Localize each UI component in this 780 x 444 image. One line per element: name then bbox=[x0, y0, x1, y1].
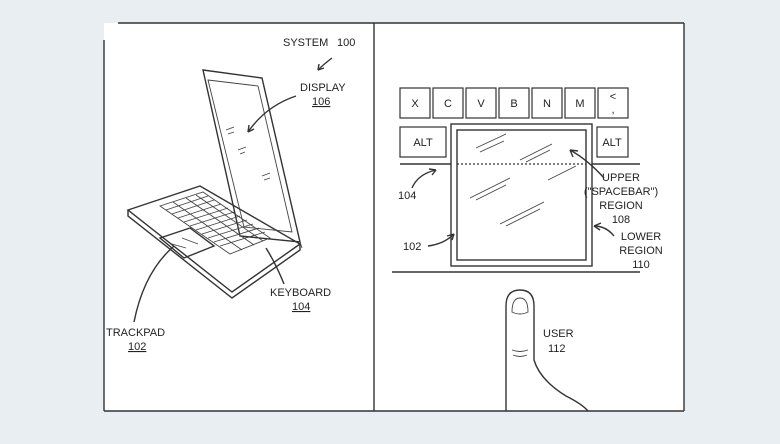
label-upper: UPPER bbox=[602, 172, 640, 184]
system-arrowhead bbox=[317, 63, 325, 71]
label-user: USER bbox=[543, 328, 574, 340]
label-trackpad-num: 102 bbox=[128, 341, 146, 353]
key-v-label: V bbox=[477, 98, 485, 110]
label-ref-104: 104 bbox=[398, 190, 416, 202]
key-m-label: M bbox=[575, 98, 584, 110]
display-leader bbox=[247, 95, 297, 133]
label-system: SYSTEM bbox=[283, 37, 328, 49]
label-spacebar: ("SPACEBAR") bbox=[584, 186, 658, 198]
upper-arrowhead bbox=[569, 149, 579, 158]
laptop-drawing bbox=[126, 69, 303, 299]
key-c-label: C bbox=[444, 98, 452, 110]
key-comma bbox=[597, 87, 629, 119]
key-n bbox=[531, 87, 563, 119]
key-m bbox=[564, 87, 596, 119]
label-user-num: 112 bbox=[548, 343, 566, 355]
label-ref-102: 102 bbox=[403, 241, 421, 253]
display-arrowhead bbox=[247, 124, 255, 133]
label-upper-num: 108 bbox=[612, 214, 630, 226]
trackpad-outer bbox=[450, 123, 593, 267]
key-c bbox=[432, 87, 464, 119]
label-lower-num: 110 bbox=[632, 259, 650, 271]
lower-leader bbox=[593, 225, 615, 237]
user-finger bbox=[505, 289, 589, 412]
ref-102-leader bbox=[427, 233, 455, 247]
label-trackpad: TRACKPAD bbox=[106, 327, 165, 339]
ref-102-arrowhead bbox=[446, 233, 455, 241]
key-v bbox=[465, 87, 497, 119]
trackpad-surface bbox=[456, 129, 587, 261]
key-x bbox=[399, 87, 431, 119]
key-alt-left bbox=[399, 126, 447, 158]
label-display-num: 106 bbox=[312, 96, 330, 108]
key-alt-left-label: ALT bbox=[413, 137, 433, 149]
label-system-num: 100 bbox=[337, 37, 355, 49]
trackpad-leader bbox=[133, 245, 175, 323]
upper-leader bbox=[569, 149, 605, 179]
key-b-label: B bbox=[510, 98, 517, 110]
label-lower-region: REGION bbox=[619, 245, 662, 257]
label-lower: LOWER bbox=[621, 231, 661, 243]
ref-104-arrowhead bbox=[428, 168, 437, 176]
key-alt-right-label: ALT bbox=[602, 137, 622, 149]
laptop-trackpad bbox=[158, 227, 216, 259]
keyboard-grid bbox=[158, 191, 271, 255]
label-upper-region: REGION bbox=[599, 200, 642, 212]
ref-104-leader bbox=[411, 169, 437, 189]
lower-arrowhead bbox=[593, 222, 602, 231]
key-alt-right bbox=[596, 126, 629, 158]
key-comma-label: , bbox=[611, 104, 614, 116]
key-n-label: N bbox=[543, 98, 551, 110]
label-keyboard: KEYBOARD bbox=[270, 287, 331, 299]
label-keyboard-num: 104 bbox=[292, 301, 310, 313]
trackpad-glints bbox=[469, 133, 577, 227]
key-row: X C V B N M < , bbox=[399, 87, 629, 119]
figure-panel bbox=[104, 23, 684, 411]
key-lt-label: < bbox=[610, 91, 616, 103]
label-display: DISPLAY bbox=[300, 82, 346, 94]
keyboard-leader bbox=[265, 247, 285, 285]
key-b bbox=[498, 87, 530, 119]
key-x-label: X bbox=[411, 98, 419, 110]
